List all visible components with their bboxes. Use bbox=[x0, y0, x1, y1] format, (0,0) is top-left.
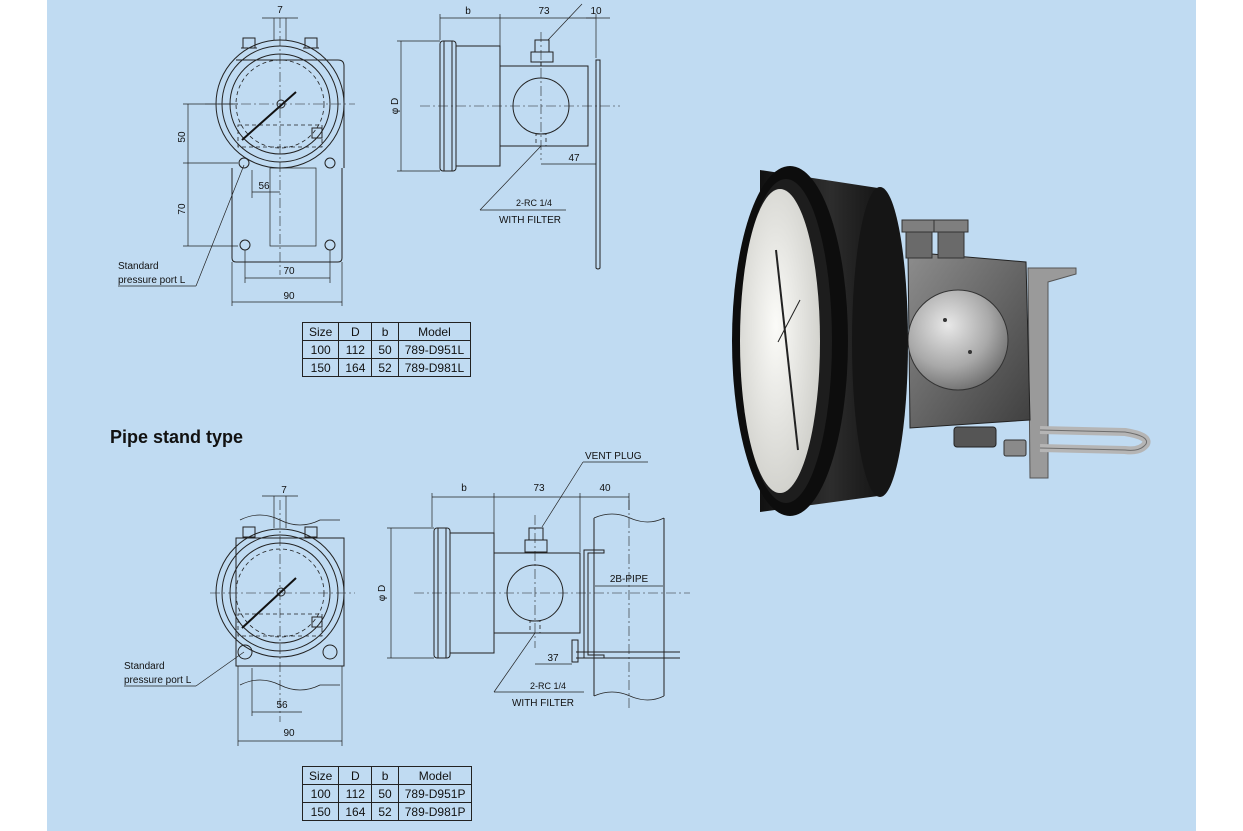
cell-size: 100 bbox=[301, 340, 340, 359]
spec-table-pipe: Size D b Model 100 112 50 789-D951P 150 … bbox=[301, 766, 473, 821]
bottom-side-view: b 73 40 VENT PLUG φ D 2B-PIPE 37 2-RC 1/… bbox=[377, 451, 690, 710]
cell-d: 112 bbox=[338, 340, 373, 359]
dim-73-bottom: 73 bbox=[533, 483, 545, 494]
callout-pressure-port-bottom: pressure port L bbox=[124, 675, 192, 686]
dim-7-bottom: 7 bbox=[281, 485, 287, 496]
cell-size: 150 bbox=[301, 802, 340, 821]
dim-50: 50 bbox=[177, 131, 188, 143]
dim-73: 73 bbox=[538, 6, 550, 17]
table-header-row: Size D b Model bbox=[301, 322, 472, 341]
dim-56: 56 bbox=[258, 181, 270, 192]
dim-90: 90 bbox=[283, 291, 295, 302]
top-front-view: 7 50 70 56 70 90 Standard pressure port … bbox=[118, 5, 355, 306]
dim-90-bottom: 90 bbox=[283, 728, 295, 739]
dim-10: 10 bbox=[590, 6, 602, 17]
cell-b: 52 bbox=[371, 802, 399, 821]
cell-b: 50 bbox=[371, 784, 399, 803]
cell-d: 112 bbox=[338, 784, 373, 803]
table-row: 100 112 50 789-D951P bbox=[301, 784, 473, 803]
header-size: Size bbox=[301, 766, 340, 785]
top-side-view: b 73 10 φ D 47 2-RC 1/4 WITH FILTER bbox=[390, 3, 620, 270]
dim-phi-d-bottom: φ D bbox=[377, 585, 388, 601]
table-row: 150 164 52 789-D981L bbox=[301, 358, 472, 377]
dim-70-bottom: 70 bbox=[283, 266, 295, 277]
dim-47: 47 bbox=[568, 153, 580, 164]
bottom-front-view: 7 56 90 Standard pressure port L bbox=[124, 485, 355, 746]
header-model: Model bbox=[397, 766, 473, 785]
header-b: b bbox=[371, 322, 399, 341]
table-row: 100 112 50 789-D951L bbox=[301, 340, 472, 359]
header-size: Size bbox=[301, 322, 340, 341]
header-d: D bbox=[338, 322, 373, 341]
cell-b: 50 bbox=[371, 340, 399, 359]
section-heading: Pipe stand type bbox=[110, 427, 244, 447]
table-row: 150 164 52 789-D981P bbox=[301, 802, 473, 821]
filter-label-top: WITH FILTER bbox=[499, 215, 561, 226]
cell-model: 789-D951P bbox=[397, 784, 473, 803]
callout-pressure-port: pressure port L bbox=[118, 275, 186, 286]
dim-40: 40 bbox=[599, 483, 611, 494]
vent-plug-label: VENT PLUG bbox=[585, 451, 642, 462]
callout-standard: Standard bbox=[118, 261, 159, 272]
cell-size: 150 bbox=[301, 358, 340, 377]
header-model: Model bbox=[397, 322, 472, 341]
port-label-top: 2-RC 1/4 bbox=[516, 198, 552, 208]
dim-b: b bbox=[465, 6, 471, 17]
cell-model: 789-D981L bbox=[397, 358, 472, 377]
pipe-label: 2B-PIPE bbox=[610, 574, 649, 585]
dim-phi-d: φ D bbox=[390, 98, 401, 114]
product-photo bbox=[732, 166, 1151, 516]
header-d: D bbox=[338, 766, 373, 785]
table-header-row: Size D b Model bbox=[301, 766, 473, 785]
spec-table-wall: Size D b Model 100 112 50 789-D951L 150 … bbox=[301, 322, 472, 377]
dim-b-bottom: b bbox=[461, 483, 467, 494]
cell-size: 100 bbox=[301, 784, 340, 803]
dim-37: 37 bbox=[547, 653, 559, 664]
header-b: b bbox=[371, 766, 399, 785]
cell-model: 789-D951L bbox=[397, 340, 472, 359]
dim-70-vertical: 70 bbox=[177, 203, 188, 215]
filter-label-bottom: WITH FILTER bbox=[512, 698, 574, 709]
dim-7: 7 bbox=[277, 5, 283, 16]
callout-standard-bottom: Standard bbox=[124, 661, 165, 672]
cell-d: 164 bbox=[338, 802, 373, 821]
port-label-bottom: 2-RC 1/4 bbox=[530, 681, 566, 691]
dim-56-bottom: 56 bbox=[276, 700, 288, 711]
cell-b: 52 bbox=[371, 358, 399, 377]
cell-d: 164 bbox=[338, 358, 373, 377]
cell-model: 789-D981P bbox=[397, 802, 473, 821]
